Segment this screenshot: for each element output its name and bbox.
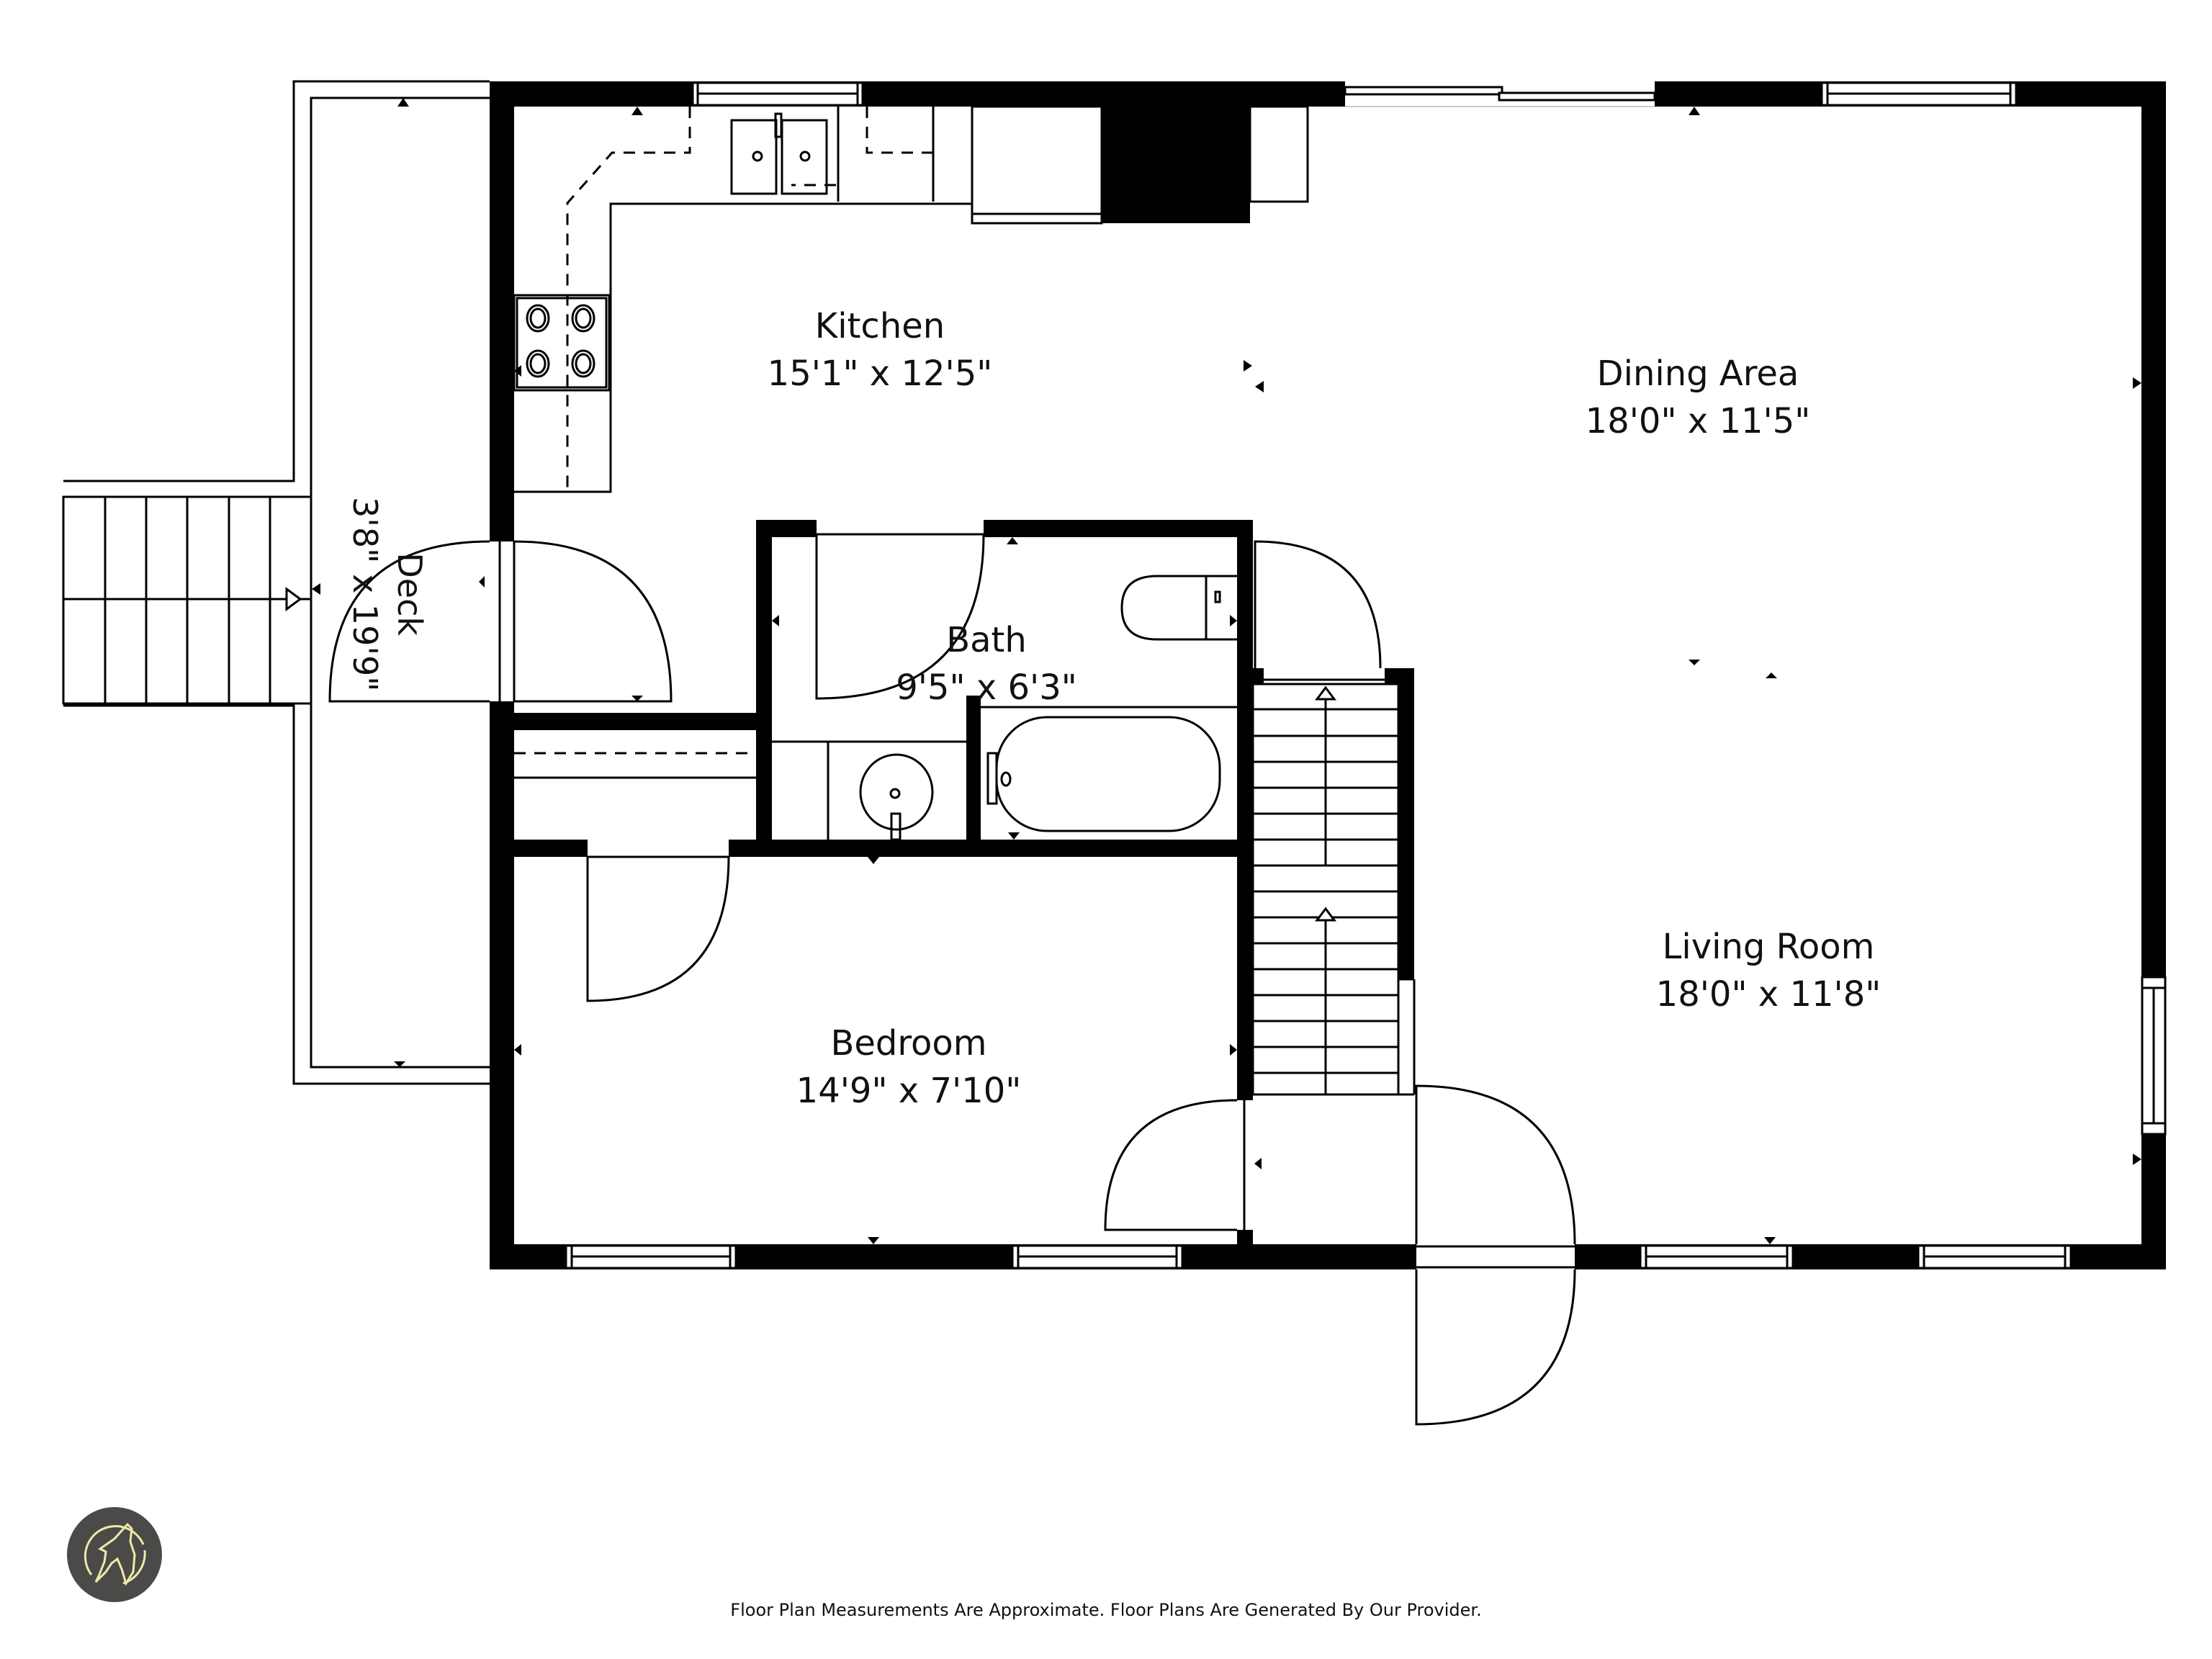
room-label-bath: Bath 9'5" x 6'3" (896, 616, 1077, 711)
room-name: Bedroom (830, 1023, 987, 1064)
stove-icon (513, 294, 611, 392)
room-label-living: Living Room 18'0" x 11'8" (1656, 923, 1881, 1018)
window-living-1 (1639, 1244, 1794, 1269)
window-living-right (2141, 976, 2167, 1136)
stairs-icon[interactable] (1251, 540, 1416, 1096)
room-name: Deck (390, 552, 429, 637)
window-kitchen (691, 81, 864, 107)
room-label-kitchen: Kitchen 15'1" x 12'5" (768, 302, 993, 397)
room-dimensions: 9'5" x 6'3" (896, 667, 1077, 709)
toilet-icon (1120, 575, 1237, 641)
front-door[interactable] (1415, 1084, 1576, 1426)
bedroom-closet-door[interactable] (586, 840, 730, 1002)
room-dimensions: 18'0" x 11'5" (1585, 401, 1811, 442)
room-name: Living Room (1662, 927, 1875, 967)
vanity-sink-icon (772, 740, 966, 841)
room-dimensions: 15'1" x 12'5" (767, 354, 993, 395)
room-dimensions: 3'8" x 19'9" (345, 497, 385, 692)
footer-disclaimer: Floor Plan Measurements Are Approximate.… (730, 1600, 1482, 1620)
howling-wolf-logo (67, 1507, 162, 1602)
bathtub-icon (981, 706, 1237, 832)
window-bedroom-2 (1011, 1244, 1184, 1269)
room-name: Bath (946, 620, 1027, 660)
room-label-bedroom: Bedroom 14'9" x 7'10" (796, 1020, 1022, 1115)
room-dimensions: 14'9" x 7'10" (796, 1071, 1022, 1112)
window-living-2 (1917, 1244, 2072, 1269)
deck-door[interactable] (328, 540, 673, 703)
chimney-column (1102, 107, 1250, 223)
room-label-dining: Dining Area 18'0" x 11'5" (1586, 350, 1811, 445)
sliding-door[interactable] (1344, 81, 1656, 107)
room-dimensions: 18'0" x 11'8" (1655, 974, 1881, 1015)
bedroom-door[interactable] (1104, 1099, 1253, 1231)
deck-stairs-icon (62, 495, 313, 705)
window-bedroom-1 (565, 1244, 737, 1269)
double-sink-icon (730, 112, 828, 195)
room-label-deck: Deck 3'8" x 19'9" (343, 497, 432, 691)
window-dining (1820, 81, 2018, 107)
bath-door[interactable] (815, 520, 985, 700)
deck-outline (62, 80, 490, 1085)
refrigerator (971, 105, 1103, 225)
room-name: Dining Area (1596, 354, 1799, 394)
room-name: Kitchen (814, 306, 945, 346)
